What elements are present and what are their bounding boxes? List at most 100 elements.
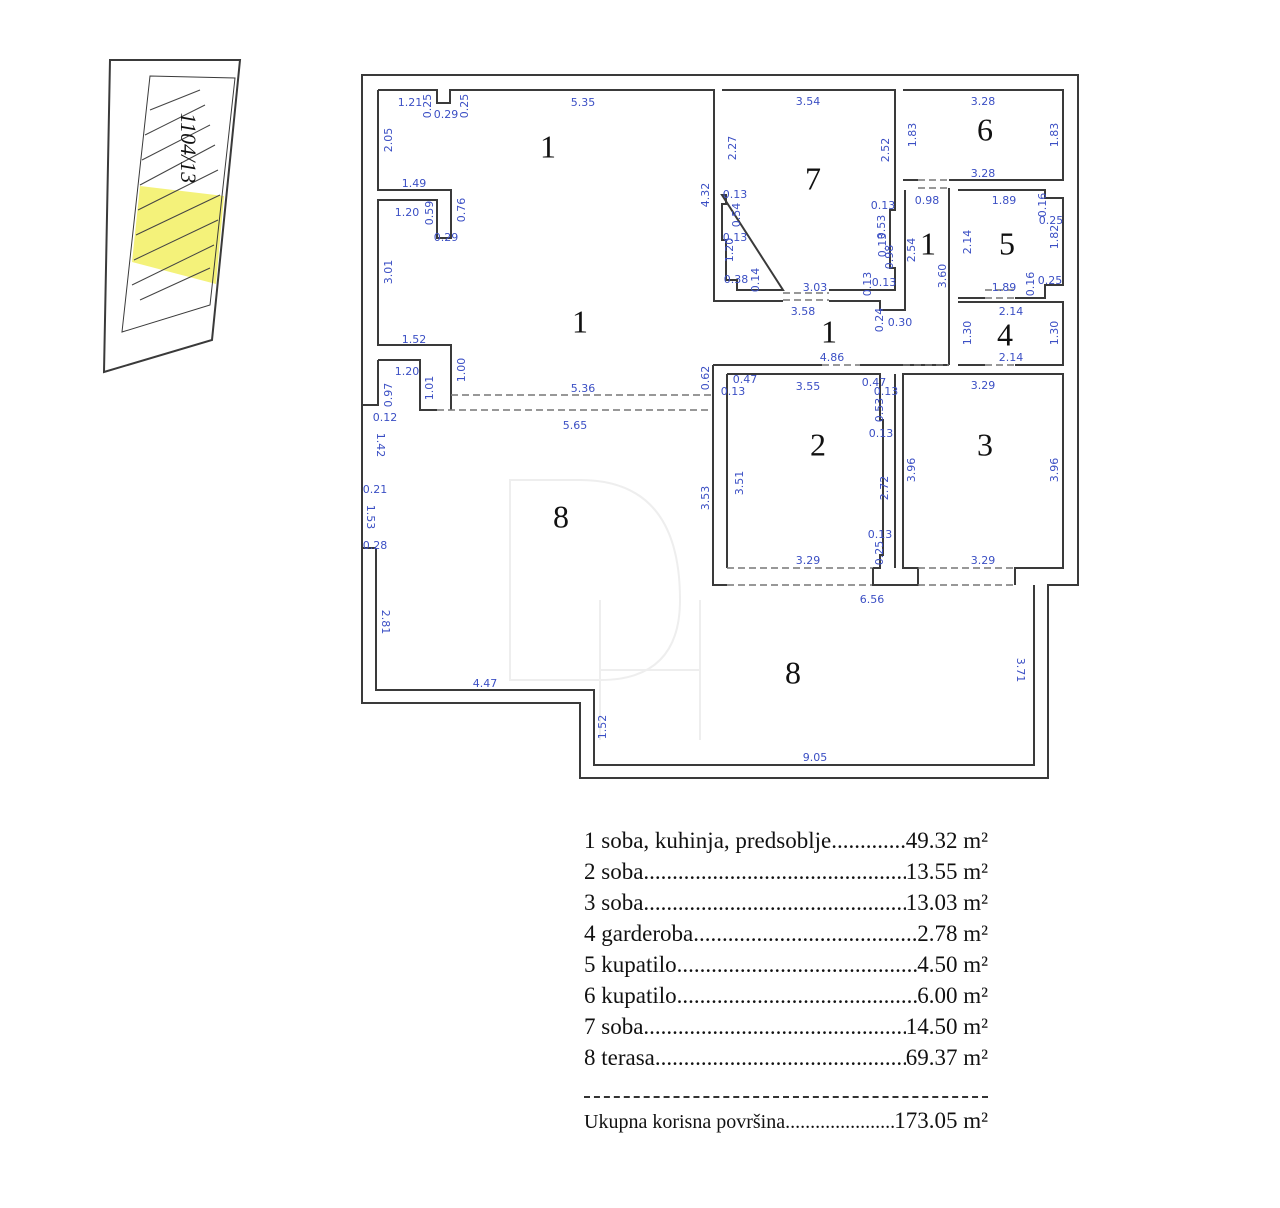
dimension-label: 2.14 [999, 351, 1024, 364]
dimension-label: 1.89 [992, 281, 1017, 294]
dimension-label: 0.13 [872, 276, 897, 289]
dimension-label: 0.25 [421, 94, 434, 119]
dimension-label: 0.25 [873, 541, 886, 566]
dimension-label: 0.13 [871, 199, 896, 212]
legend-row: 5 kupatilo4.50 m² [584, 952, 988, 983]
legend-area: 13.03 m² [905, 890, 988, 915]
legend-total-row: Ukupna korisna površina 173.05 m² [584, 1108, 988, 1139]
dimension-label: 0.28 [363, 539, 388, 552]
dimension-label: 1.30 [961, 321, 974, 346]
dimension-label: 3.03 [803, 281, 828, 294]
legend-row: 4 garderoba2.78 m² [584, 921, 988, 952]
dimension-label: 1.52 [596, 715, 609, 740]
dimension-label: 2.14 [961, 230, 974, 255]
dimension-label: 0.97 [382, 383, 395, 408]
leader-dots [655, 1045, 906, 1071]
room-number: 6 [977, 111, 993, 147]
dimension-label: 2.81 [379, 610, 392, 635]
dimension-label: 2.72 [878, 476, 891, 501]
dimension-label: 3.29 [971, 379, 996, 392]
dimension-label: 0.59 [423, 201, 436, 226]
room-number: 5 [999, 225, 1015, 261]
legend-area: 14.50 m² [905, 1014, 988, 1039]
dimension-label: 0.25 [1039, 214, 1064, 227]
legend-area: 13.55 m² [905, 859, 988, 884]
dimension-label: 0.21 [363, 483, 388, 496]
legend-label: 5 kupatilo [584, 952, 677, 977]
legend-label: 7 soba [584, 1014, 644, 1039]
dimension-label: 3.55 [796, 380, 821, 393]
dimension-label: 0.47 [862, 376, 887, 389]
parcel-label: 1104/13 [176, 113, 201, 183]
dimension-label: 0.38 [724, 273, 749, 286]
dimension-label: 2.05 [382, 128, 395, 153]
dimension-label: 3.28 [971, 95, 996, 108]
legend-area: 6.00 m² [917, 983, 988, 1008]
dimension-label: 1.20 [395, 206, 420, 219]
room-number: 2 [810, 426, 826, 462]
dimension-label: 3.58 [791, 305, 816, 318]
dimension-label: 0.98 [883, 245, 896, 270]
dimension-label: 3.60 [936, 264, 949, 289]
dimension-label: 3.29 [796, 554, 821, 567]
dimension-label: 0.13 [874, 385, 899, 398]
dimension-label: 0.25 [1038, 274, 1063, 287]
dimension-label: 0.29 [434, 108, 459, 121]
dimension-label: 1.21 [398, 96, 423, 109]
dimension-label: 0.54 [730, 203, 743, 228]
dimension-label: 1.42 [374, 433, 387, 458]
dimension-label: 4.32 [699, 183, 712, 208]
dimension-label: 3.29 [971, 554, 996, 567]
dimension-label: 1.20 [395, 365, 420, 378]
total-label: Ukupna korisna površina [584, 1111, 786, 1133]
dimension-label: 1.83 [1048, 123, 1061, 148]
dimension-label: 2.27 [726, 136, 739, 161]
dimension-label: 0.14 [749, 268, 762, 293]
dimension-label: 0.13 [723, 231, 748, 244]
dimension-label: 1.30 [1048, 321, 1061, 346]
dimension-label: 1.00 [455, 358, 468, 383]
dimension-label: 3.96 [905, 458, 918, 483]
legend-row: 8 terasa69.37 m² [584, 1045, 988, 1076]
dimension-label: 5.65 [563, 419, 588, 432]
walls [361, 74, 1079, 779]
dimension-label: 0.30 [888, 316, 913, 329]
leader-dots [643, 890, 905, 916]
dimension-label: 0.98 [915, 194, 940, 207]
dimension-label: 0.13 [723, 188, 748, 201]
dimension-label: 1.83 [906, 123, 919, 148]
dimension-label: 6.56 [860, 593, 885, 606]
room-number: 1 [821, 313, 837, 349]
legend-label: 1 soba, kuhinja, predsoblje [584, 828, 832, 853]
legend-area: 49.32 m² [905, 828, 988, 853]
legend-row: 6 kupatilo 6.00 m² [584, 983, 988, 1014]
dimension-label: 3.51 [733, 471, 746, 496]
legend-separator [584, 1076, 988, 1098]
dimension-label: 1.01 [423, 376, 436, 401]
dimension-label: 1.49 [402, 177, 427, 190]
dimension-label: 3.28 [971, 167, 996, 180]
area-legend: 1 soba, kuhinja, predsoblje 49.32 m² 2 so… [584, 828, 988, 1139]
room-number: 8 [785, 654, 801, 690]
room-number: 1 [540, 128, 556, 164]
room-number: 8 [553, 498, 569, 534]
legend-label: 6 kupatilo [584, 983, 677, 1008]
dimension-label: 1.82 [1048, 225, 1061, 250]
dimension-label: 1.52 [402, 333, 427, 346]
room-number: 4 [997, 316, 1013, 352]
dimension-label: 3.54 [796, 95, 821, 108]
dimension-label: 0.53 [873, 398, 886, 423]
key-plan: 1104/13 [102, 59, 242, 374]
total-area: 173.05 m² [894, 1108, 988, 1133]
legend-area: 2.78 m² [917, 921, 988, 946]
dimension-label: 2.54 [905, 238, 918, 263]
dimension-label: 2.14 [999, 305, 1024, 318]
dimension-label: 4.47 [473, 677, 498, 690]
key-plan-highlight [132, 186, 224, 284]
dimension-label: 4.86 [820, 351, 845, 364]
dimension-label: 3.53 [699, 486, 712, 511]
legend-label: 2 soba [584, 859, 644, 884]
dimension-label: 3.01 [382, 260, 395, 285]
